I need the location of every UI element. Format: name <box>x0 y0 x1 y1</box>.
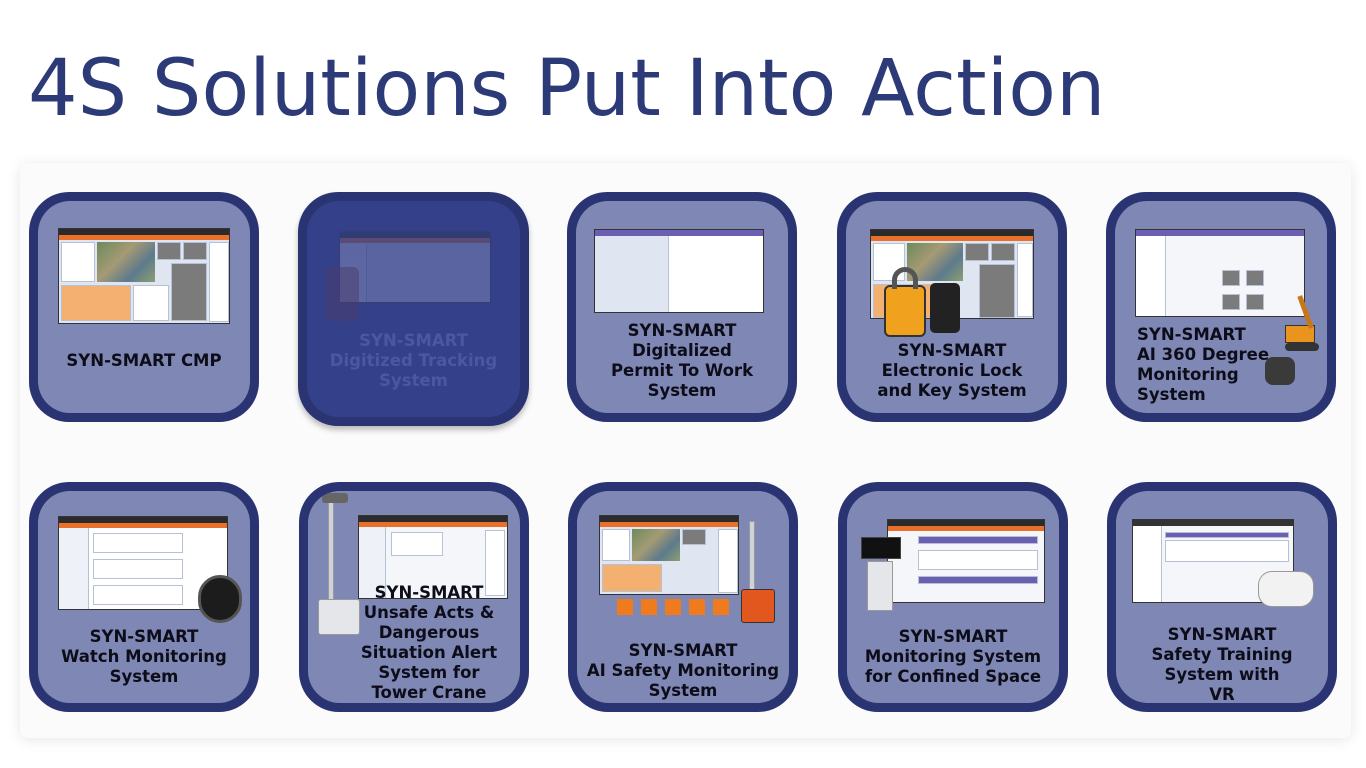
dashboard-screenshot <box>1135 229 1305 317</box>
dashboard-screenshot <box>58 228 230 324</box>
pole-camera-icon <box>322 493 348 503</box>
lock-shackle-icon <box>892 267 918 289</box>
smartwatch-icon <box>198 575 242 623</box>
card-label: SYN-SMART Electronic Lock and Key System <box>877 341 1027 400</box>
dashboard-screenshot <box>599 515 739 595</box>
card-label: SYN-SMART Monitoring System for Confined… <box>864 627 1042 686</box>
card-label: SYN-SMART CMP <box>66 351 222 370</box>
card-electronic-lock[interactable]: SYN-SMART Electronic Lock and Key System <box>837 192 1067 422</box>
ppe-icons <box>617 599 737 615</box>
card-vr-safety-training[interactable]: SYN-SMART Safety Training System with VR <box>1107 482 1337 712</box>
camera-pole-icon <box>749 521 755 591</box>
card-label: SYN-SMART Unsafe Acts & Dangerous Situat… <box>360 583 498 702</box>
card-ai-safety-monitoring[interactable]: SYN-SMART AI Safety Monitoring System <box>568 482 798 712</box>
card-body: SYN-SMART Digitized Tracking System <box>307 201 520 417</box>
card-ai-360-monitoring[interactable]: SYN-SMART AI 360 Degree Monitoring Syste… <box>1106 192 1336 422</box>
dashboard-screenshot <box>339 231 491 303</box>
card-confined-space[interactable]: SYN-SMART Monitoring System for Confined… <box>838 482 1068 712</box>
card-digitized-tracking[interactable]: SYN-SMART Digitized Tracking System <box>298 192 529 426</box>
card-body: SYN-SMART Electronic Lock and Key System <box>846 201 1058 413</box>
card-body: SYN-SMART Safety Training System with VR <box>1116 491 1328 703</box>
card-body: SYN-SMART AI Safety Monitoring System <box>577 491 789 703</box>
card-label: SYN-SMART Digitized Tracking System <box>329 331 498 390</box>
excavator-icon <box>1285 295 1321 355</box>
vr-headset-icon <box>1258 571 1314 607</box>
card-body: SYN-SMART Watch Monitoring System <box>38 491 250 703</box>
dashboard-screenshot <box>887 519 1045 603</box>
dashboard-screenshot <box>358 515 508 599</box>
camera-icon <box>1265 357 1295 385</box>
led-display-icon <box>861 537 901 559</box>
card-label: SYN-SMART Safety Training System with VR <box>1151 625 1293 703</box>
card-label: SYN-SMART AI Safety Monitoring System <box>586 641 780 700</box>
card-label: SYN-SMART Digitalized Permit To Work Sys… <box>610 321 754 400</box>
mobile-cabinet-icon <box>318 599 360 635</box>
tracking-device-icon <box>325 267 359 321</box>
page-title: 4S Solutions Put Into Action <box>28 44 1106 134</box>
card-label: SYN-SMART Watch Monitoring System <box>61 627 227 686</box>
card-watch-monitoring[interactable]: SYN-SMART Watch Monitoring System <box>29 482 259 712</box>
card-body: SYN-SMART AI 360 Degree Monitoring Syste… <box>1115 201 1327 413</box>
electronic-key-icon <box>930 283 960 333</box>
card-body: SYN-SMART Monitoring System for Confined… <box>847 491 1059 703</box>
dashboard-screenshot <box>594 229 764 313</box>
card-body: SYN-SMART Unsafe Acts & Dangerous Situat… <box>308 491 520 703</box>
card-tower-crane-alert[interactable]: SYN-SMART Unsafe Acts & Dangerous Situat… <box>299 482 529 712</box>
card-label: SYN-SMART AI 360 Degree Monitoring Syste… <box>1137 325 1270 404</box>
electronic-lock-icon <box>884 285 926 337</box>
card-body: SYN-SMART Digitalized Permit To Work Sys… <box>576 201 788 413</box>
card-syn-smart-cmp[interactable]: SYN-SMART CMP <box>29 192 259 422</box>
gas-detector-icon <box>867 561 893 611</box>
alert-cabinet-icon <box>741 589 775 623</box>
card-permit-to-work[interactable]: SYN-SMART Digitalized Permit To Work Sys… <box>567 192 797 422</box>
card-body: SYN-SMART CMP <box>38 201 250 413</box>
camera-pole-icon <box>328 497 334 607</box>
dashboard-screenshot <box>1132 519 1294 603</box>
